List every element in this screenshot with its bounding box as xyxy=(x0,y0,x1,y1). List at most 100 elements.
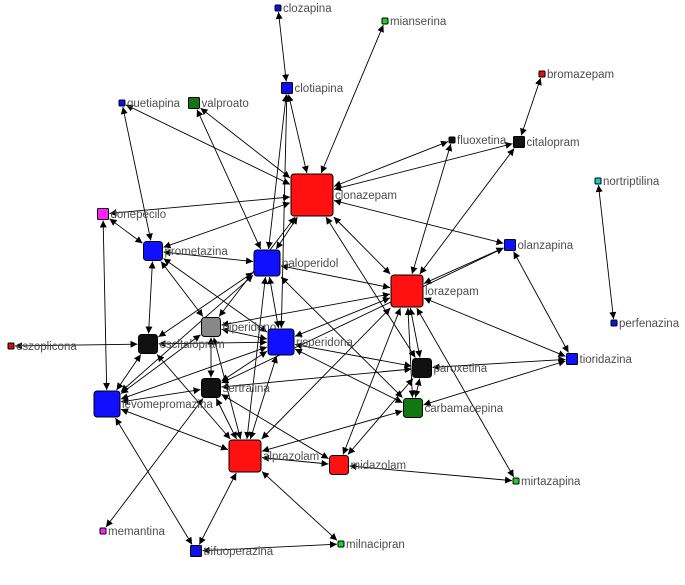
node-alprazolam[interactable]: alprazolam xyxy=(228,439,319,473)
node-box-paroxetina[interactable] xyxy=(412,358,432,378)
edge-escitalopram-risperidona xyxy=(158,338,268,348)
node-valproato[interactable]: valproato xyxy=(188,97,249,111)
edge-lorazepam-tioridazina xyxy=(423,297,566,357)
node-box-memantina[interactable] xyxy=(99,527,107,535)
edge-prometazina-escitalopram xyxy=(145,261,156,334)
node-box-perfenazina[interactable] xyxy=(610,319,618,327)
node-box-levomepromazina[interactable] xyxy=(93,390,121,418)
edge-risperidona-alprazolam xyxy=(249,355,278,440)
node-paroxetina[interactable]: paroxetina xyxy=(412,358,488,378)
node-prometazina[interactable]: prometazina xyxy=(143,241,229,261)
node-sertralina[interactable]: sertralina xyxy=(201,378,271,398)
node-box-fluoxetina[interactable] xyxy=(448,136,456,144)
node-risperidona[interactable]: risperidona xyxy=(267,328,353,356)
node-box-nortriptilina[interactable] xyxy=(594,177,602,185)
node-box-alprazolam[interactable] xyxy=(228,439,262,473)
node-box-milnacipran[interactable] xyxy=(337,540,345,548)
node-fluoxetina[interactable]: fluoxetina xyxy=(448,135,507,147)
node-box-clozapina[interactable] xyxy=(274,4,282,12)
node-quetiapina[interactable]: quetiapina xyxy=(118,98,181,110)
node-box-midazolam[interactable] xyxy=(329,455,349,475)
edge-risperidona-carbamacepina xyxy=(294,348,403,404)
node-box-trifuoperazina[interactable] xyxy=(190,545,202,557)
node-box-eszoplicona[interactable] xyxy=(7,342,15,350)
node-box-sertralina[interactable] xyxy=(201,378,221,398)
node-box-haloperidol[interactable] xyxy=(253,249,281,277)
edge-sertralina-memantina xyxy=(105,398,204,528)
node-carbamacepina[interactable]: carbamacepina xyxy=(403,398,504,418)
node-label-mianserina: mianserina xyxy=(390,16,447,28)
node-escitalopram[interactable]: escitalopram xyxy=(138,334,225,354)
edge-sertralina-alprazolam xyxy=(215,398,237,440)
edge-sertralina-levomepromazina xyxy=(120,387,201,405)
node-perfenazina[interactable]: perfenazina xyxy=(610,318,680,330)
node-label-donepecilo: donepecilo xyxy=(111,209,167,221)
node-box-valproato[interactable] xyxy=(188,97,200,109)
node-tioridazina[interactable]: tioridazina xyxy=(566,353,633,367)
node-bromazepam[interactable]: bromazepam xyxy=(538,69,614,81)
edge-prometazina-biperideno xyxy=(160,261,204,317)
node-lorazepam[interactable]: lorazepam xyxy=(390,274,479,308)
node-box-donepecilo[interactable] xyxy=(97,208,109,220)
node-biperideno[interactable]: biperideno xyxy=(201,317,277,337)
node-box-mianserina[interactable] xyxy=(381,17,389,25)
node-box-tioridazina[interactable] xyxy=(566,353,578,365)
node-label-midazolam: midazolam xyxy=(351,460,407,472)
node-nortriptilina[interactable]: nortriptilina xyxy=(594,176,660,188)
node-box-lorazepam[interactable] xyxy=(390,274,424,308)
node-levomepromazina[interactable]: levomepromazina xyxy=(93,390,213,418)
node-box-risperidona[interactable] xyxy=(267,328,295,356)
node-label-milnacipran: milnacipran xyxy=(346,539,405,551)
node-box-citalopram[interactable] xyxy=(513,136,525,148)
edge-biperideno-risperidona xyxy=(221,327,268,341)
node-label-bromazepam: bromazepam xyxy=(547,69,614,81)
node-eszoplicona[interactable]: eszoplicona xyxy=(7,341,77,353)
node-box-clotiapina[interactable] xyxy=(281,82,293,94)
node-olanzapina[interactable]: olanzapina xyxy=(504,239,574,253)
node-box-escitalopram[interactable] xyxy=(138,334,158,354)
node-box-mirtazapina[interactable] xyxy=(512,477,520,485)
edge-alprazolam-carbamacepina xyxy=(261,409,403,453)
node-box-quetiapina[interactable] xyxy=(118,99,126,107)
edge-quetiapina-prometazina xyxy=(120,106,153,241)
node-label-paroxetina: paroxetina xyxy=(434,363,488,375)
edge-bromazepam-citalopram xyxy=(520,77,542,136)
node-milnacipran[interactable]: milnacipran xyxy=(337,539,405,551)
edge-clozapina-clotiapina xyxy=(275,11,289,82)
node-donepecilo[interactable]: donepecilo xyxy=(97,208,167,222)
node-box-clonazepam[interactable] xyxy=(290,173,334,217)
node-box-biperideno[interactable] xyxy=(201,317,221,337)
edge-valproato-clonazepam xyxy=(200,107,291,179)
edge-lorazepam-biperideno xyxy=(221,291,391,328)
node-mianserina[interactable]: mianserina xyxy=(381,16,447,28)
node-clonazepam[interactable]: clonazepam xyxy=(290,173,397,217)
node-trifuoperazina[interactable]: trifuoperazina xyxy=(190,545,274,559)
node-box-prometazina[interactable] xyxy=(143,241,163,261)
edge-citalopram-lorazepam xyxy=(419,148,515,275)
node-box-carbamacepina[interactable] xyxy=(403,398,423,418)
node-midazolam[interactable]: midazolam xyxy=(329,455,407,475)
node-box-olanzapina[interactable] xyxy=(504,239,516,251)
edge-lorazepam-mirtazapina xyxy=(416,307,515,478)
node-label-fluoxetina: fluoxetina xyxy=(457,135,507,147)
node-box-bromazepam[interactable] xyxy=(538,70,546,78)
node-label-biperideno: biperideno xyxy=(223,322,277,334)
node-label-escitalopram: escitalopram xyxy=(160,339,225,351)
edge-fluoxetina-lorazepam xyxy=(410,143,453,275)
node-label-tioridazina: tioridazina xyxy=(580,354,633,366)
node-label-clotiapina: clotiapina xyxy=(295,83,344,95)
node-clotiapina[interactable]: clotiapina xyxy=(281,82,344,96)
node-clozapina[interactable]: clozapina xyxy=(274,3,332,15)
node-mirtazapina[interactable]: mirtazapina xyxy=(512,476,581,488)
node-label-valproato: valproato xyxy=(202,98,249,110)
edge-alprazolam-milnacipran xyxy=(261,471,338,541)
node-citalopram[interactable]: citalopram xyxy=(513,136,580,150)
edge-quetiapina-clonazepam xyxy=(125,104,291,185)
edge-eszoplicona-escitalopram xyxy=(14,340,138,350)
edge-donepecilo-prometazina xyxy=(109,218,143,244)
edge-alprazolam-midazolam xyxy=(261,454,329,467)
node-haloperidol[interactable]: haloperidol xyxy=(253,249,338,277)
node-memantina[interactable]: memantina xyxy=(99,526,165,538)
node-label-perfenazina: perfenazina xyxy=(619,318,680,330)
edge-trifuoperazina-milnacipran xyxy=(202,541,338,554)
